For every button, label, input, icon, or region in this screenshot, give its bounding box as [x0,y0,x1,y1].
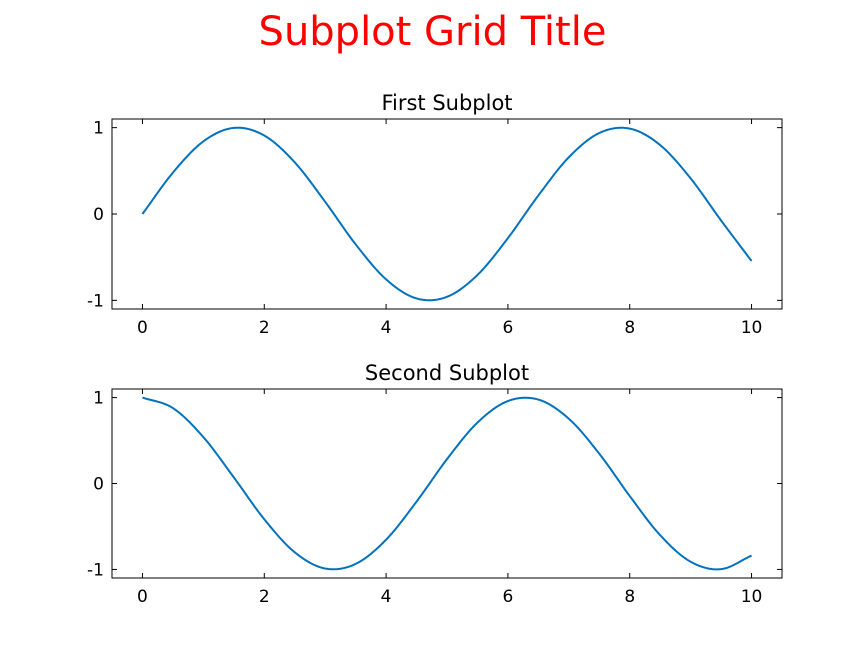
series-line-0 [142,396,752,571]
x-tick-label: 2 [259,587,270,607]
subplot-second: 0 2 4 6 8 10 -1 0 1 Second Subplot [87,361,783,607]
subplot-title: First Subplot [381,91,512,115]
x-tick-label: 4 [381,318,392,338]
x-tick-label: 8 [624,587,635,607]
y-tick-label: -1 [87,560,104,580]
axes-frame [111,118,783,310]
y-tick-label: 1 [93,119,104,139]
x-tick-label: 8 [624,318,635,338]
y-tick-label: 1 [93,389,104,409]
figure-title: Subplot Grid Title [258,9,607,55]
series-line-0 [141,126,753,302]
x-tick-label: 6 [502,587,513,607]
y-tick-label: 0 [93,205,104,225]
x-tick-label: 0 [137,318,148,338]
x-tick-label: 4 [381,587,392,607]
subplot-title: Second Subplot [365,361,529,385]
axes-frame [111,388,783,579]
y-tick-label: -1 [87,291,104,311]
x-tick-label: 6 [502,318,513,338]
x-tick-label: 2 [259,318,270,338]
x-tick-label: 10 [741,587,763,607]
subplot-first: 0 2 4 6 8 10 -1 0 1 First Subplot [87,91,783,338]
y-tick-label: 0 [93,475,104,495]
x-tick-label: 0 [137,587,148,607]
x-tick-label: 10 [741,318,763,338]
